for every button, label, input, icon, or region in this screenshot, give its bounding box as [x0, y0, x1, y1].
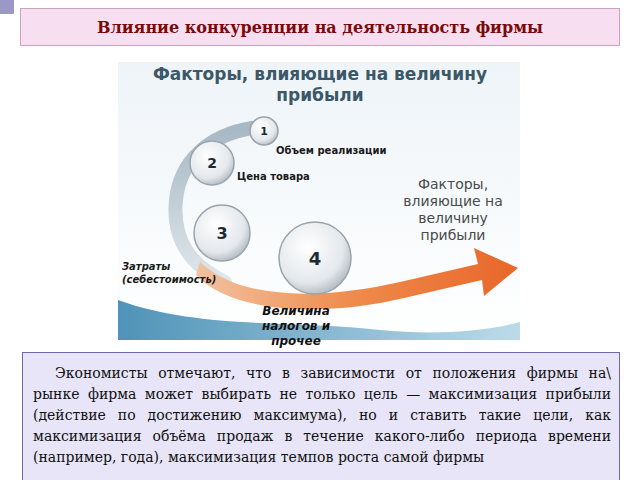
callout-number: 1 — [260, 125, 268, 138]
title-band: Влияние конкуренции на деятельность фирм… — [20, 8, 620, 46]
orange-arrow — [196, 248, 518, 309]
ball — [250, 117, 278, 145]
text-box: Экономисты отмечают, что в зависимости о… — [22, 352, 620, 480]
paragraph: Экономисты отмечают, что в зависимости о… — [33, 363, 611, 468]
slide-title: Влияние конкуренции на деятельность фирм… — [97, 18, 543, 37]
callout-number: 4 — [309, 248, 322, 269]
number-circle: 4 — [279, 222, 351, 294]
number-circle: 2 — [190, 141, 234, 185]
factor-label: Величина налогов и прочее — [236, 304, 356, 349]
ball — [279, 222, 351, 294]
picture-heading: Факторы, влияющие на величину прибыли — [140, 64, 500, 106]
picture-ground — [118, 62, 520, 340]
spiral-band — [175, 128, 252, 282]
number-circle: 1 — [250, 117, 278, 145]
callout-number: 2 — [207, 155, 217, 171]
arrow-caption: Факторы, влияющие на величину прибыли — [398, 176, 508, 244]
factor-label: Объем реализации — [276, 145, 426, 157]
ball — [190, 141, 234, 185]
ball — [194, 205, 250, 261]
factor-label: Цена товара — [237, 171, 347, 183]
callout-number: 3 — [216, 224, 227, 243]
bullet-square — [0, 0, 14, 14]
number-circle: 3 — [194, 205, 250, 261]
factor-label: Затраты (себестоимость) — [122, 260, 204, 286]
